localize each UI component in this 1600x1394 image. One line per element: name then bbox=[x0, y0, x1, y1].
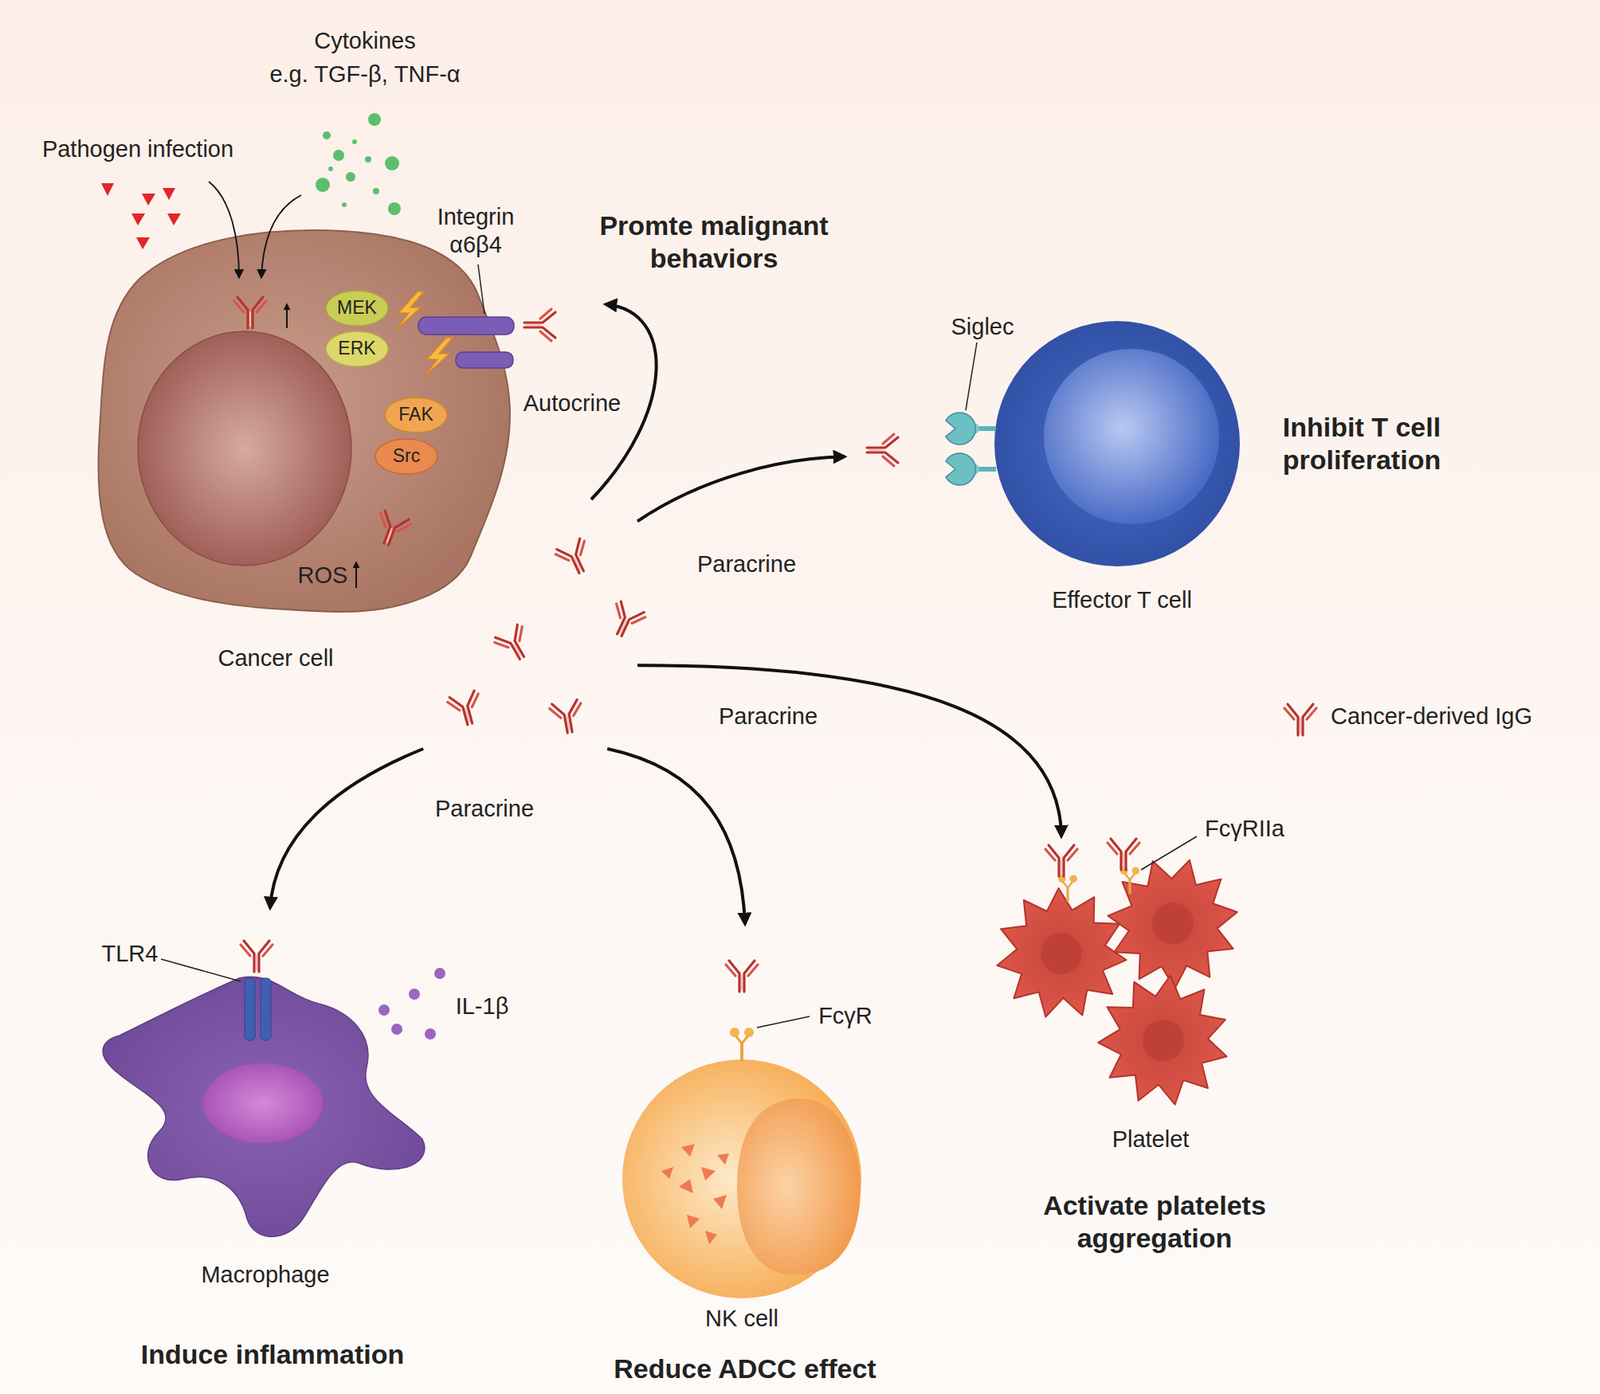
leader-line bbox=[478, 264, 485, 314]
platelet-center bbox=[1152, 902, 1194, 945]
kinase-oval: FAK bbox=[384, 396, 448, 434]
node-label: ERK bbox=[337, 337, 376, 361]
annotation-label: TLR4 bbox=[101, 940, 159, 969]
cancer-cell: Cancer cell MEK ERK FAK Src bbox=[79, 207, 638, 750]
node-label: FAK bbox=[398, 403, 433, 427]
secreted-igg bbox=[446, 537, 648, 736]
igg-icon bbox=[524, 309, 556, 342]
tlr4-receptor bbox=[244, 978, 271, 1041]
up-arrow bbox=[355, 562, 357, 589]
outcome-heading: Inhibit T cell proliferation bbox=[1242, 411, 1482, 477]
cancer-cell-body bbox=[98, 230, 510, 612]
platelet-center bbox=[1040, 933, 1083, 975]
oval-shape bbox=[375, 439, 438, 475]
legend-icon bbox=[1284, 704, 1317, 736]
annotation-label: Siglec bbox=[951, 313, 1015, 342]
annotation-label: FcγR bbox=[818, 1002, 873, 1031]
igg-icon bbox=[866, 434, 899, 467]
annotation-label: Cytokines bbox=[313, 27, 416, 55]
edge-label: Paracrine bbox=[697, 550, 797, 579]
outcome-heading: Induce inflammation bbox=[141, 1338, 405, 1372]
platelet-bodies bbox=[996, 860, 1237, 1106]
outcome-heading: Promte malignant behaviors bbox=[578, 209, 850, 275]
platelet-shape bbox=[1108, 860, 1238, 989]
annotation-label: Autocrine bbox=[523, 389, 622, 418]
kinase-oval: Src bbox=[374, 438, 439, 475]
platelet-shape bbox=[996, 888, 1126, 1018]
kinase-oval: MEK bbox=[325, 290, 389, 327]
node-label: MEK bbox=[337, 297, 377, 320]
paracrine-arrow bbox=[637, 456, 845, 522]
platelet-shape bbox=[1098, 976, 1227, 1106]
cytokine-dots bbox=[315, 113, 401, 216]
annotation-label: Pathogen infection bbox=[42, 135, 234, 164]
oval-shape bbox=[384, 397, 448, 433]
node-label: Cancer cell bbox=[217, 644, 334, 673]
annotation-label: IL-1β bbox=[455, 992, 510, 1021]
fcgriia-receptor bbox=[1058, 874, 1078, 902]
legend-label: Cancer-derived IgG bbox=[1330, 702, 1533, 731]
igg-icon bbox=[371, 509, 412, 550]
paracrine-arrow bbox=[270, 749, 424, 909]
paracrine-arrow bbox=[637, 665, 1062, 837]
leader-line bbox=[756, 1016, 810, 1028]
platelet-center bbox=[1142, 1019, 1185, 1062]
edge-label: Paracrine bbox=[718, 702, 818, 731]
nk-cell-body bbox=[622, 1059, 862, 1299]
outcome-heading: Activate platelets aggregation bbox=[999, 1189, 1310, 1255]
leader-line bbox=[160, 959, 241, 982]
fcgriia-receptor bbox=[1120, 866, 1140, 895]
kinase-oval: ERK bbox=[325, 330, 389, 368]
igg-icon bbox=[725, 960, 758, 993]
igg-icon bbox=[1045, 845, 1078, 877]
nk-cell: NK cell bbox=[613, 924, 877, 1339]
paracrine-arrow bbox=[607, 749, 746, 925]
t-cell: Effector T cell bbox=[844, 310, 1251, 622]
node-label: Effector T cell bbox=[1051, 586, 1193, 615]
node-label: Src bbox=[392, 445, 421, 468]
edge-label: Paracrine bbox=[435, 795, 534, 824]
t-cell-body bbox=[994, 321, 1240, 567]
entry-arrow bbox=[208, 181, 240, 278]
igg-icon bbox=[240, 941, 273, 973]
annotation-label: e.g. TGF-β, TNF-α bbox=[269, 60, 460, 89]
up-arrow bbox=[286, 304, 288, 329]
pathogen-particles bbox=[101, 183, 181, 250]
platelet-group: Platelet bbox=[1003, 836, 1244, 1156]
igg-icon bbox=[234, 297, 267, 329]
node-label: Macrophage bbox=[200, 1261, 330, 1290]
node-label: NK cell bbox=[705, 1305, 779, 1334]
fcgr-receptor bbox=[729, 1027, 754, 1062]
leader-line bbox=[965, 342, 977, 411]
signal-bolts bbox=[396, 291, 453, 377]
entry-arrow bbox=[261, 195, 302, 278]
annotation-label: ROS bbox=[298, 561, 349, 590]
oval-shape bbox=[325, 331, 389, 367]
igg-icon bbox=[1107, 839, 1140, 871]
integrin-bars bbox=[418, 317, 514, 369]
macrophage-body bbox=[102, 976, 425, 1237]
siglec-receptors bbox=[945, 412, 997, 486]
il1b-dots bbox=[378, 968, 446, 1040]
annotation-label: FcγRIIa bbox=[1204, 815, 1285, 844]
annotation-label: Integrin α6β4 bbox=[411, 203, 540, 259]
leader-line bbox=[1141, 836, 1197, 871]
outcome-heading: Reduce ADCC effect bbox=[613, 1352, 876, 1386]
oval-shape bbox=[325, 290, 389, 326]
node-label: Platelet bbox=[1112, 1125, 1190, 1154]
